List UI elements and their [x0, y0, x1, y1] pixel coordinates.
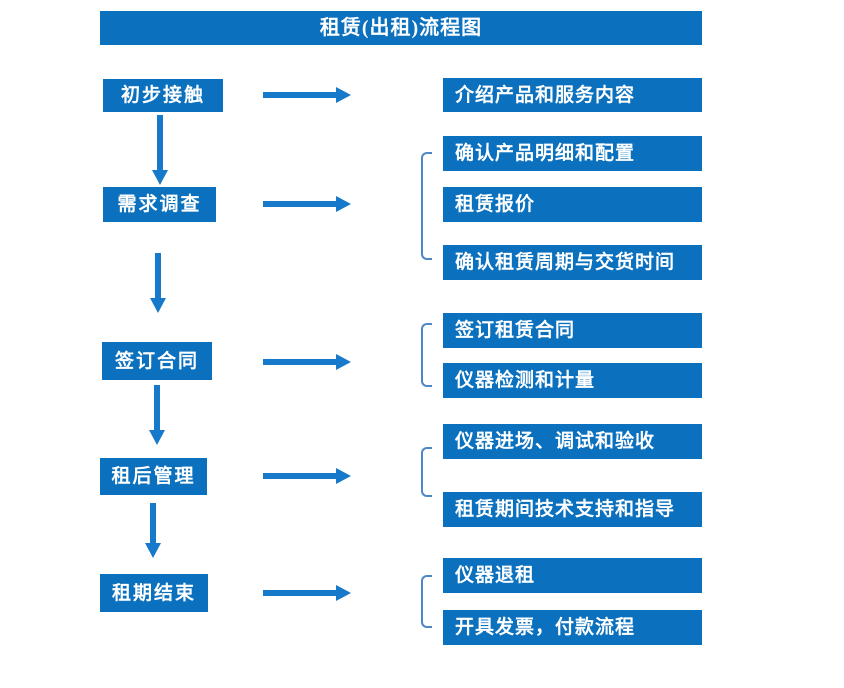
detail-box-confirm-product-config: 确认产品明细和配置 — [443, 136, 702, 171]
detail-box-introduce-products: 介绍产品和服务内容 — [443, 78, 702, 112]
stage-box-initial-contact: 初步接触 — [103, 79, 223, 112]
arrow-shaft — [155, 253, 161, 298]
arrow-head — [145, 543, 161, 558]
arrow-head — [149, 430, 165, 445]
right-arrow-icon — [263, 468, 351, 484]
arrow-head — [336, 585, 351, 601]
arrow-head — [336, 87, 351, 103]
arrow-shaft — [157, 115, 163, 170]
detail-box-tech-support: 租赁期间技术支持和指导 — [443, 492, 702, 527]
detail-box-confirm-period-delivery: 确认租赁周期与交货时间 — [443, 245, 702, 280]
down-arrow-icon — [145, 503, 161, 558]
right-arrow-icon — [263, 196, 351, 212]
bracket-connector-icon — [421, 575, 432, 628]
stage-box-post-rental-management: 租后管理 — [100, 458, 207, 495]
arrow-shaft — [263, 201, 336, 207]
detail-box-instrument-testing: 仪器检测和计量 — [443, 363, 702, 398]
stage-box-sign-contract: 签订合同 — [102, 342, 212, 380]
arrow-head — [336, 468, 351, 484]
arrow-shaft — [150, 503, 156, 543]
flowchart-title: 租赁(出租)流程图 — [100, 11, 702, 45]
right-arrow-icon — [263, 354, 351, 370]
arrow-head — [336, 354, 351, 370]
stage-box-rental-end: 租期结束 — [100, 574, 208, 612]
detail-box-rental-quote: 租赁报价 — [443, 187, 702, 222]
detail-box-invoice-payment: 开具发票，付款流程 — [443, 610, 702, 645]
right-arrow-icon — [263, 585, 351, 601]
arrow-shaft — [263, 359, 336, 365]
bracket-connector-icon — [421, 323, 432, 387]
arrow-head — [152, 170, 168, 185]
stage-box-demand-survey: 需求调查 — [103, 187, 216, 222]
detail-box-sign-rental-contract: 签订租赁合同 — [443, 313, 702, 348]
right-arrow-icon — [263, 87, 351, 103]
bracket-connector-icon — [421, 447, 432, 497]
arrow-shaft — [263, 590, 336, 596]
arrow-head — [150, 298, 166, 313]
down-arrow-icon — [152, 115, 168, 185]
down-arrow-icon — [149, 385, 165, 445]
arrow-shaft — [263, 473, 336, 479]
arrow-head — [336, 196, 351, 212]
detail-box-instrument-setup: 仪器进场、调试和验收 — [443, 424, 702, 459]
bracket-connector-icon — [421, 152, 432, 260]
down-arrow-icon — [150, 253, 166, 313]
detail-box-instrument-return: 仪器退租 — [443, 558, 702, 593]
arrow-shaft — [263, 92, 336, 98]
arrow-shaft — [154, 385, 160, 430]
